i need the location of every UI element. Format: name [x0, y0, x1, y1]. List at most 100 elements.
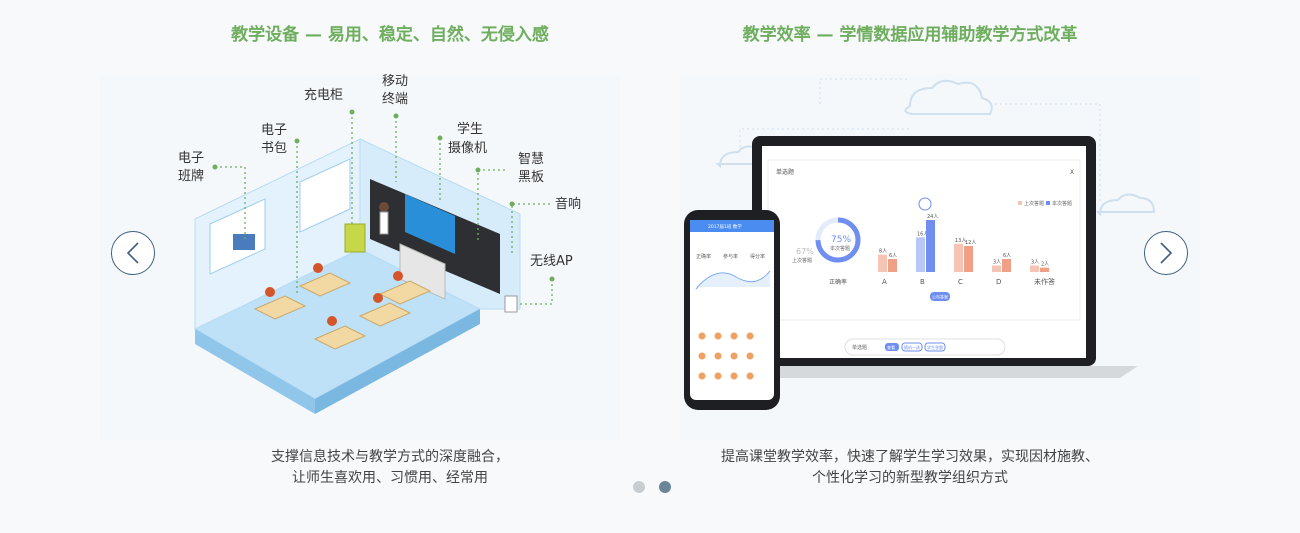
leader-speaker [511, 203, 550, 254]
label-smart-blackboard-1: 智慧 [518, 151, 544, 167]
bar-D-0 [992, 265, 1001, 272]
desk-2 [298, 272, 352, 297]
bar-value-label: 13人 [955, 238, 966, 244]
phone-stat-1: 正确率 [696, 253, 711, 260]
next-slide-button[interactable] [1144, 231, 1188, 275]
ring-percent: 75% [831, 235, 851, 245]
student-5 [393, 271, 403, 281]
bar-value-label: 6人 [889, 253, 897, 259]
student-1 [265, 287, 275, 297]
slide-1-title: 教学设备 — 易用、稳定、自然、无侵入感 [231, 25, 549, 45]
label-charging-cabinet: 充电柜 [304, 87, 343, 103]
label-e-class-card-1: 电子 [178, 151, 204, 166]
leader-class-card [215, 166, 246, 239]
toolbar-name: 单选题 [852, 344, 867, 351]
projection-stand [399, 243, 446, 300]
bar-B-1 [926, 220, 935, 272]
toolbar-button-1-label: 查看 [887, 344, 895, 350]
bar-value-label: 24人 [927, 214, 938, 220]
legend-last: 上次答题 [1024, 200, 1044, 207]
label-smart-blackboard-2: 黑板 [518, 170, 544, 185]
slide-1-caption: 支撑信息技术与教学方式的深度融合， 让师生喜欢用、习惯用、经常用 [160, 447, 620, 489]
slide-2-caption-line-2: 个性化学习的新型教学组织方式 [812, 470, 1008, 486]
bar-value-label: 8人 [879, 249, 887, 255]
window-2 [299, 158, 351, 233]
ring-label: 正确率 [829, 278, 847, 286]
bar-C-0 [954, 243, 963, 272]
category-label: D [996, 278, 1001, 286]
charging-cabinet-device [344, 223, 366, 253]
accuracy-ring [815, 217, 861, 263]
prev-slide-button[interactable] [111, 231, 155, 275]
toolbar-button-2-label: 随机一选 [904, 344, 920, 350]
label-e-class-card-2: 班牌 [178, 168, 204, 184]
last-sub: 上次答题 [792, 257, 812, 264]
wireless-ap-device [504, 295, 518, 313]
chevron-left-icon [126, 242, 139, 264]
bar-value-label: 12人 [965, 240, 976, 246]
bar-value-label: 6人 [1003, 253, 1011, 259]
phone-stat-3: 得分率 [750, 253, 765, 260]
bar-A-1 [888, 259, 897, 272]
teaching-efficiency-panel: 单选题 X 上次答题 本次答题 75% 本次答题 正确率 67% 上次答题 8人… [680, 74, 1200, 440]
leader-ap [518, 279, 553, 305]
category-label: A [882, 278, 887, 286]
chevron-right-icon [1160, 242, 1173, 264]
label-mobile-terminal-1: 移动 [382, 74, 408, 89]
label-student-camera-1: 学生 [457, 121, 483, 137]
floor-edge-left [195, 329, 315, 414]
bar-未作答-0 [1030, 265, 1039, 272]
carousel-dot-1[interactable] [633, 481, 645, 493]
carousel-dots [633, 481, 671, 493]
desk-3 [313, 325, 367, 350]
bar-B-0 [916, 237, 925, 272]
e-class-card-device [233, 234, 255, 250]
slide-2-caption-line-1: 提高课堂教学效率，快速了解学生学习效果，实现因材施教、 [721, 449, 1099, 465]
phone-header-bar [690, 220, 774, 232]
carousel-dot-2[interactable] [659, 481, 671, 493]
publish-answer-label: 公布答案 [932, 294, 948, 300]
devices-illustration: 单选题 X 上次答题 本次答题 75% 本次答题 正确率 67% 上次答题 8人… [684, 78, 1156, 410]
toolbar-button-3[interactable] [924, 342, 946, 352]
legend-current: 本次答题 [1052, 200, 1072, 207]
bar-C-1 [964, 246, 973, 272]
bar-value-label: 16人 [917, 231, 928, 237]
teacher-body [379, 211, 389, 235]
bar-未作答-1 [1040, 267, 1049, 272]
quiz-window-title: 单选题 [776, 168, 794, 176]
desk-4 [358, 302, 412, 327]
ring-sub: 本次答题 [830, 245, 850, 252]
publish-answer-button[interactable] [930, 292, 950, 301]
category-label: C [958, 278, 963, 286]
classroom-illustration: 电子 班牌 电子 书包 充电柜 移动 终端 学生 摄像机 智慧 黑板 音响 无线… [178, 74, 581, 414]
toolbar-button-3-label: 学生答题 [927, 344, 943, 350]
floor-edge-right [315, 309, 480, 414]
slide-2-title: 教学效率 — 学情数据应用辅助教学方式改革 [742, 25, 1078, 45]
classroom-illustration-panel: 电子 班牌 电子 书包 充电柜 移动 终端 学生 摄像机 智慧 黑板 音响 无线… [100, 74, 620, 440]
category-label: B [920, 278, 925, 286]
phone-header: 2017届1班 数学 [708, 223, 742, 230]
cloud-right [1095, 193, 1156, 217]
desk-1 [253, 295, 307, 320]
desk-5 [378, 280, 432, 305]
bar-value-label: 3人 [1031, 260, 1039, 266]
blackboard-screen [405, 194, 455, 254]
cloud-top [904, 79, 993, 115]
category-label: 未作答 [1034, 277, 1055, 286]
label-wireless-ap: 无线AP [530, 254, 573, 269]
slide-1-caption-line-1: 支撑信息技术与教学方式的深度融合， [271, 449, 509, 465]
toolbar-button-2[interactable] [901, 342, 923, 352]
toolbar-button-1[interactable] [885, 343, 899, 351]
last-percent: 67% [796, 247, 814, 256]
label-e-schoolbag-2: 书包 [261, 141, 287, 156]
bar-A-0 [878, 254, 887, 272]
bar-value-label: 2人 [1041, 262, 1049, 268]
quiz-window-close[interactable]: X [1070, 169, 1074, 176]
label-mobile-terminal-2: 终端 [382, 91, 408, 107]
bar-value-label: 3人 [993, 260, 1001, 266]
bar-D-1 [1002, 259, 1011, 272]
student-2 [313, 263, 323, 273]
student-3 [327, 316, 337, 326]
student-4 [373, 293, 383, 303]
